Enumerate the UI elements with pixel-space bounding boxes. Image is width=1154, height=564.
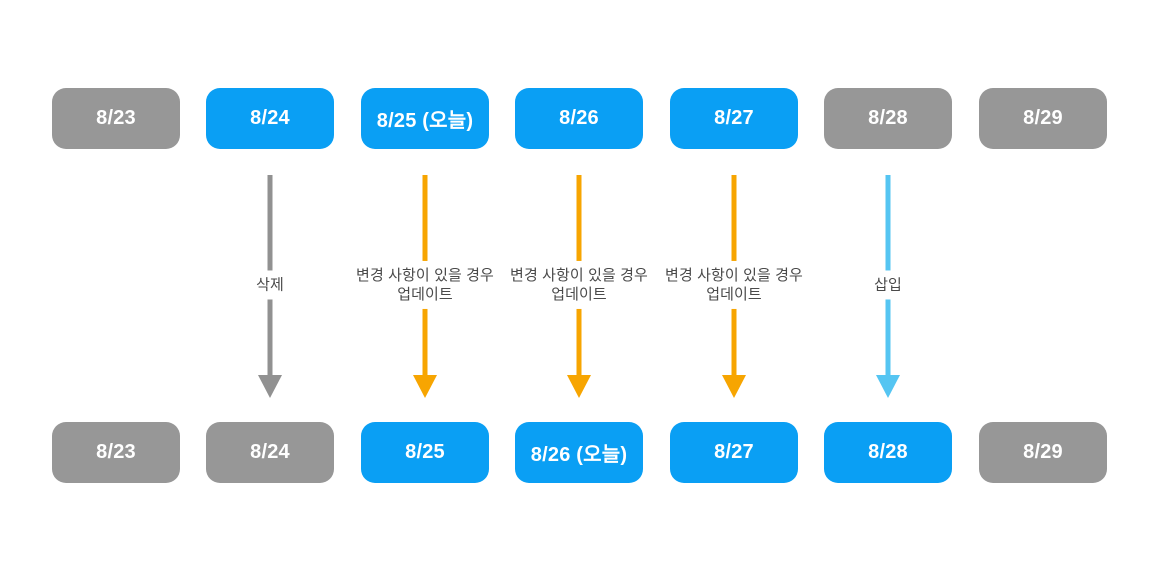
date-box-bottom-8-27: 8/27 (670, 422, 798, 483)
date-box-bottom-8-25: 8/25 (361, 422, 489, 483)
date-box-top-8-29: 8/29 (979, 88, 1107, 149)
date-box-top-8-24: 8/24 (206, 88, 334, 149)
update-arrow-label-3: 변경 사항이 있을 경우 업데이트 (661, 260, 807, 310)
insert-arrow: 삽입 (870, 175, 906, 398)
arrow-head-icon (722, 375, 746, 398)
arrow-head-icon (567, 375, 591, 398)
date-box-bottom-8-23: 8/23 (52, 422, 180, 483)
date-box-top-8-25-today: 8/25 (오늘) (361, 88, 489, 149)
arrow-head-icon (258, 375, 282, 398)
date-box-bottom-8-24: 8/24 (206, 422, 334, 483)
date-box-top-8-23: 8/23 (52, 88, 180, 149)
update-arrow-1: 변경 사항이 있을 경우 업데이트 (352, 175, 498, 398)
arrow-head-icon (413, 375, 437, 398)
date-box-bottom-8-28: 8/28 (824, 422, 952, 483)
arrow-head-icon (876, 375, 900, 398)
update-arrow-2: 변경 사항이 있을 경우 업데이트 (506, 175, 652, 398)
update-arrow-label-1: 변경 사항이 있을 경우 업데이트 (352, 260, 498, 310)
date-box-bottom-8-29: 8/29 (979, 422, 1107, 483)
update-arrow-label-2: 변경 사항이 있을 경우 업데이트 (506, 260, 652, 310)
delete-arrow-label: 삭제 (252, 270, 288, 300)
update-arrow-3: 변경 사항이 있을 경우 업데이트 (661, 175, 807, 398)
date-box-top-8-28: 8/28 (824, 88, 952, 149)
date-box-top-8-27: 8/27 (670, 88, 798, 149)
date-box-top-8-26: 8/26 (515, 88, 643, 149)
date-box-bottom-8-26-today: 8/26 (오늘) (515, 422, 643, 483)
insert-arrow-label: 삽입 (870, 270, 906, 300)
delete-arrow: 삭제 (252, 175, 288, 398)
